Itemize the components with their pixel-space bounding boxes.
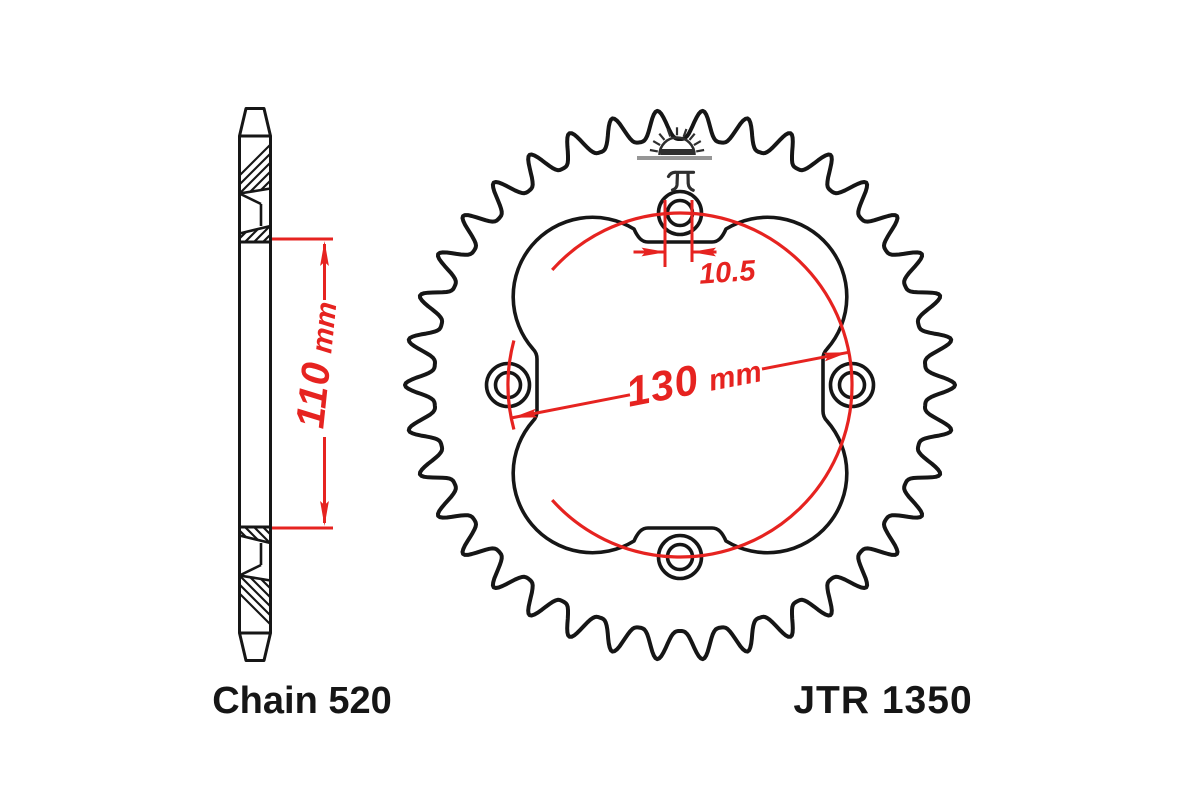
sprocket-front-view bbox=[403, 108, 957, 662]
jt-letters-glyph bbox=[666, 170, 696, 192]
arrowhead-icon bbox=[823, 352, 849, 362]
side-plate-body bbox=[238, 240, 272, 529]
dimension-110mm-lines bbox=[272, 237, 333, 530]
sun-dome bbox=[658, 136, 696, 156]
sun-rays-icon bbox=[649, 127, 705, 153]
side-tooth-tip bbox=[238, 107, 272, 138]
section-hatching-rim bbox=[239, 226, 271, 242]
jt-sun-logo bbox=[637, 127, 712, 192]
sun-base-dark-bar bbox=[661, 149, 694, 155]
section-hatching-upper bbox=[239, 136, 271, 194]
dimension-110mm bbox=[272, 237, 333, 530]
dim-130-unit: mm bbox=[705, 355, 765, 398]
arrowhead-icon bbox=[691, 247, 716, 257]
sun-base-gray-bar bbox=[637, 156, 712, 160]
dim-10-5-value: 10.5 bbox=[697, 254, 757, 291]
sprocket-side-view bbox=[150, 107, 481, 664]
dim-110-unit: mm bbox=[306, 300, 344, 355]
arrowhead-icon bbox=[641, 247, 667, 257]
bolt-circle-arc-left-tick bbox=[506, 340, 516, 430]
dimension-arrowheads bbox=[320, 241, 849, 526]
chain-size-label: Chain 520 bbox=[212, 680, 392, 722]
arrowhead-icon bbox=[320, 241, 329, 266]
sprocket-web-cutout bbox=[511, 215, 849, 555]
dim-110-value: 110 bbox=[288, 359, 340, 431]
side-tooth-profile-lines bbox=[238, 187, 271, 235]
arrowhead-icon bbox=[512, 408, 538, 418]
bolt-circle-arc bbox=[551, 211, 854, 559]
dimension-10-5-lines bbox=[633, 200, 717, 267]
sprocket-teeth-outline bbox=[403, 108, 957, 662]
dim-10-5-label: 10.5 bbox=[698, 253, 780, 292]
part-number-label: JTR 1350 bbox=[793, 679, 973, 722]
arrowhead-icon bbox=[320, 501, 329, 526]
